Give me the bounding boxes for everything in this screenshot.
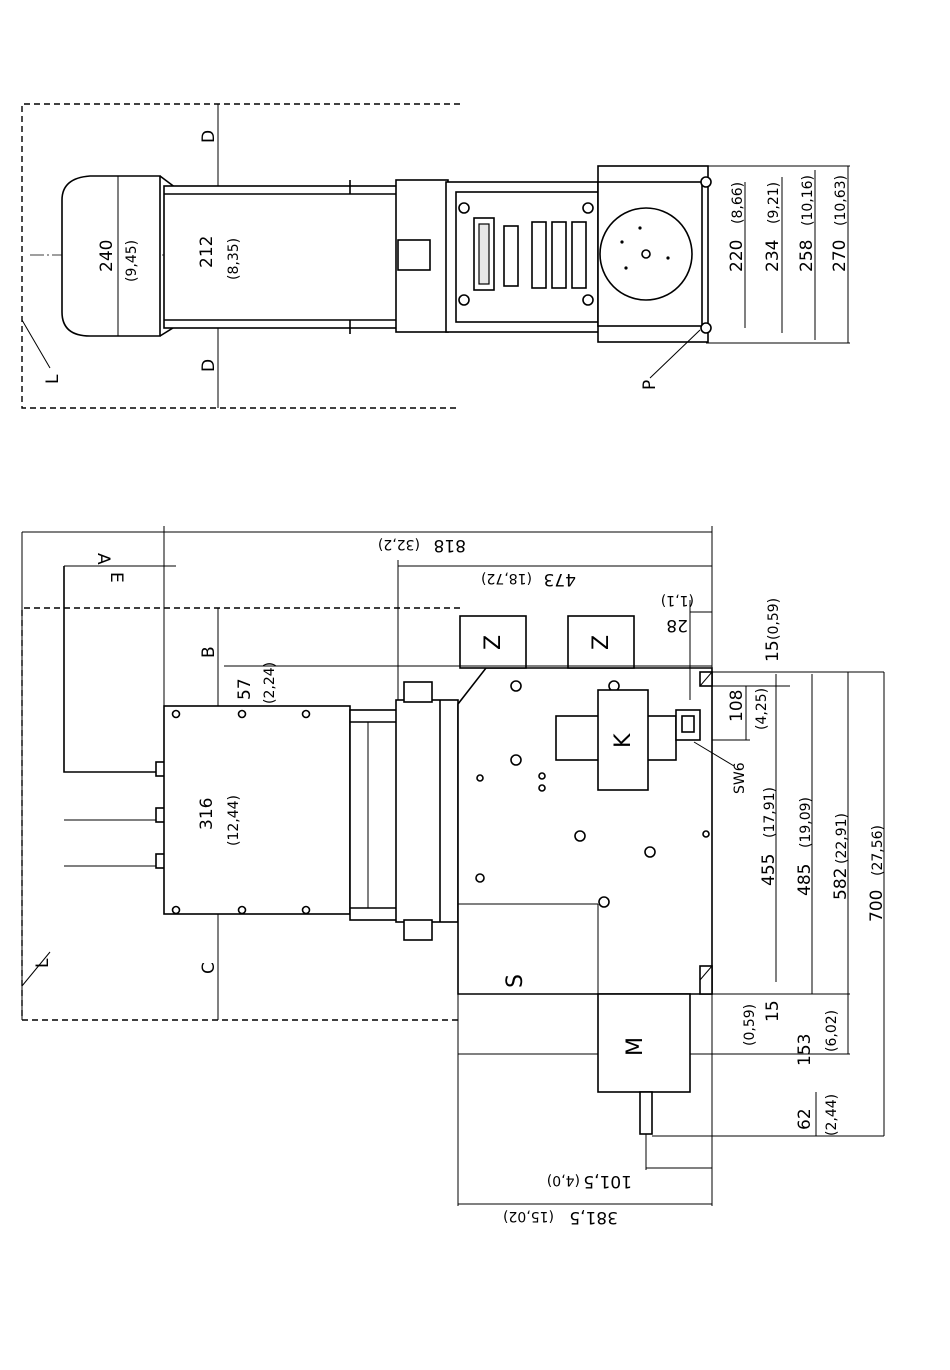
side-housing: [396, 700, 458, 922]
side-dim-101: 101,5: [583, 1171, 632, 1191]
side-dim-818: 818: [434, 535, 466, 555]
side-dim-153: 153: [795, 1034, 815, 1066]
side-dim-108: 108: [727, 690, 747, 722]
top-L-leader: [22, 320, 50, 368]
side-dim-582-in: (22,91): [834, 813, 850, 864]
side-label-SW6: SW6: [732, 762, 748, 794]
side-dim-15-bot: 15: [763, 1000, 783, 1022]
top-dim-220-in: (8,66): [730, 182, 746, 224]
side-housing-top-knob: [404, 682, 432, 702]
top-dim-240-in: (9,45): [124, 240, 140, 282]
top-dim-234-in: (9,21): [766, 182, 782, 224]
top-roller-2: [701, 323, 711, 333]
side-housing-bot-knob: [404, 920, 432, 940]
side-S-lower: [458, 994, 598, 1054]
side-label-E: E: [106, 572, 126, 583]
side-label-K: K: [611, 733, 636, 748]
top-dim-212-in: (8,35): [226, 238, 242, 280]
side-dim-473-in: (18,72): [481, 570, 532, 586]
top-connector-block-front: [398, 240, 430, 270]
top-dim-212: 212: [197, 236, 217, 268]
side-dim-153-in: (6,02): [824, 1010, 840, 1052]
side-dim-582: 582: [831, 868, 851, 900]
side-label-L: L: [33, 958, 53, 968]
side-roller-bot: [700, 966, 712, 994]
side-dim-57-in: (2,24): [262, 662, 278, 704]
side-dim-485: 485: [795, 864, 815, 896]
top-dim-258: 258: [797, 240, 817, 272]
top-label-L: L: [43, 374, 63, 384]
side-cables: [64, 566, 176, 868]
side-dim-381: 381,5: [569, 1207, 618, 1227]
top-dim-220: 220: [727, 240, 747, 272]
top-dim-270: 270: [830, 240, 850, 272]
top-label-P: P: [640, 380, 660, 390]
side-dim-316-in: (12,44): [226, 795, 242, 846]
top-dim-234: 234: [763, 240, 783, 272]
side-dim-455-in: (17,91): [762, 787, 778, 838]
side-dim-700: 700: [867, 890, 887, 922]
top-dim-240: 240: [97, 240, 117, 272]
side-dim-381-in: (15,02): [503, 1208, 554, 1224]
side-dim-57: 57: [235, 678, 255, 700]
side-dim-101-in: (4,0): [547, 1172, 580, 1188]
side-dim-108-in: (4,25): [754, 688, 770, 730]
top-dim-270-in: (10,63): [833, 175, 849, 226]
side-dim-473: 473: [544, 569, 576, 589]
side-label-B: B: [199, 646, 219, 658]
side-left-block: [164, 706, 350, 914]
side-SW6-switch-inner: [682, 716, 694, 732]
top-label-D-upper: D: [199, 130, 219, 143]
side-dim-15-top: 15: [763, 640, 783, 662]
side-dim-28-in: (1,1): [661, 592, 694, 608]
side-dim-455: 455: [759, 854, 779, 886]
side-label-A: A: [93, 553, 113, 565]
side-dim-62-in: (2,44): [824, 1094, 840, 1136]
side-dim-485-in: (19,09): [798, 797, 814, 848]
side-label-Z-1: Z: [481, 635, 506, 650]
side-dim-62: 62: [795, 1108, 815, 1130]
side-label-M: M: [623, 1037, 648, 1056]
side-dim-15-top-in: (0,59): [766, 598, 782, 640]
side-label-S: S: [503, 974, 528, 988]
side-dim-700-in: (27,56): [870, 825, 886, 876]
side-dim-818-in: (32,2): [378, 536, 420, 552]
side-L-leader: [22, 952, 50, 986]
top-label-D-lower: D: [199, 359, 219, 372]
side-M-shaft: [640, 1092, 652, 1134]
side-dim-316: 316: [197, 798, 217, 830]
side-view: A E B C L Z Z K S M SW6 818 (32,2) 473 (…: [22, 526, 887, 1227]
side-mid-body: [350, 710, 398, 920]
side-label-Z-2: Z: [589, 635, 614, 650]
top-disc-center: [642, 250, 650, 258]
side-label-C: C: [199, 962, 219, 974]
side-dim-28: 28: [666, 615, 688, 635]
top-view: D D L P 240 (9,45) 212 (8,35) 220 (8,66)…: [22, 104, 850, 408]
side-dim-15-bot-in: (0,59): [742, 1004, 758, 1046]
top-dim-258-in: (10,16): [800, 175, 816, 226]
top-roller-1: [701, 177, 711, 187]
